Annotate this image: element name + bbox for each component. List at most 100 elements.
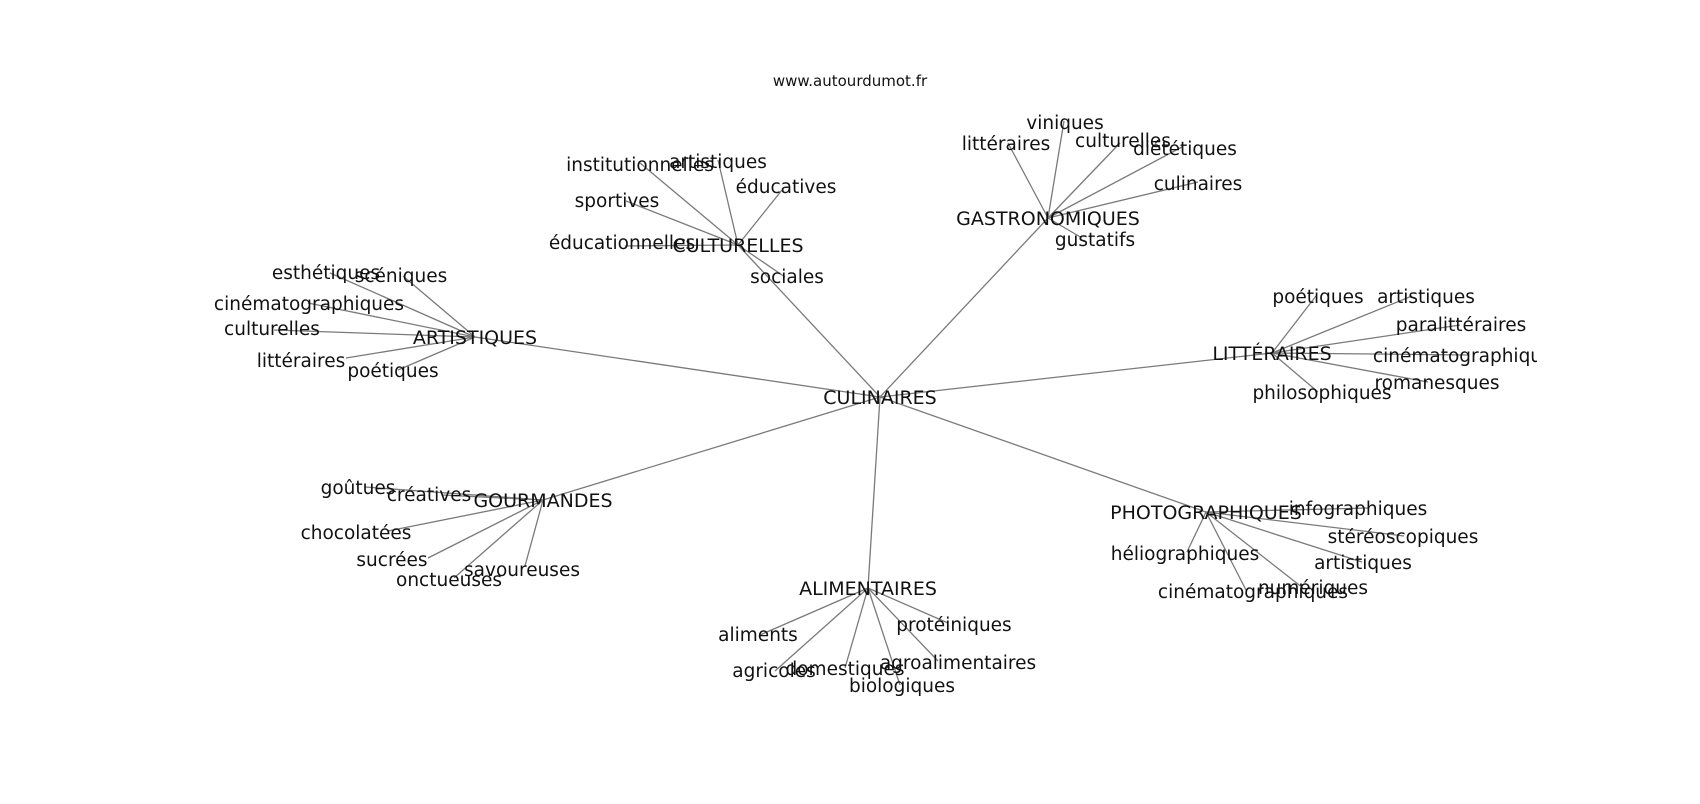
edge-3-2: [1271, 324, 1461, 354]
center-node-label[interactable]: CULINAIRES: [823, 387, 936, 409]
edge-3-1: [1271, 295, 1413, 354]
edge-4-2: [387, 499, 544, 532]
edge-center-to-gourmandes: [542, 396, 881, 501]
hub-node-label[interactable]: CULTURELLES: [672, 235, 803, 257]
edge-center-to-gastronomiques: [879, 217, 1049, 398]
edge-6-4: [867, 587, 939, 662]
leaf-node-label[interactable]: esthétiques: [272, 263, 380, 284]
hub-node-label[interactable]: GASTRONOMIQUES: [956, 208, 1140, 230]
edge-0-1: [717, 159, 739, 246]
edge-2-4: [345, 336, 476, 359]
leaf-node-label[interactable]: stéréoscopiques: [1328, 527, 1479, 548]
leaf-node-label[interactable]: romanesques: [1374, 373, 1499, 394]
leaf-node-label[interactable]: cinématographiques: [1373, 346, 1563, 367]
leaf-node-label[interactable]: diététiques: [1133, 139, 1237, 160]
edge-1-0: [1047, 120, 1065, 219]
edge-2-2: [307, 302, 476, 338]
edge-3-0: [1271, 295, 1317, 354]
edge-3-4: [1271, 352, 1429, 383]
leaf-node-label[interactable]: chocolatées: [301, 523, 412, 544]
edge-1-4: [1047, 181, 1199, 219]
edge-center-to-photographiques: [879, 396, 1207, 513]
leaf-node-label[interactable]: artistiques: [1314, 553, 1412, 574]
edge-0-5: [737, 244, 786, 278]
edge-3-5: [1271, 352, 1319, 393]
leaf-node-label[interactable]: aliments: [718, 625, 798, 646]
edge-2-5: [397, 336, 476, 371]
leaf-node-label[interactable]: créatives: [387, 485, 471, 506]
edge-5-5: [1205, 511, 1247, 591]
edge-2-3: [273, 329, 476, 338]
edge-1-1: [1007, 142, 1049, 219]
edge-4-4: [453, 499, 544, 579]
edge-1-5: [1047, 217, 1083, 239]
edge-center-to-artistiques: [474, 336, 881, 398]
leaf-node-label[interactable]: domestiques: [786, 659, 905, 680]
hub-node-label[interactable]: ARTISTIQUES: [413, 327, 537, 349]
edge-0-3: [625, 200, 739, 246]
leaf-node-label[interactable]: artistiques: [669, 152, 767, 173]
leaf-node-label[interactable]: agroalimentaires: [880, 653, 1036, 674]
leaf-node-label[interactable]: savoureuses: [464, 560, 580, 581]
leaf-node-label[interactable]: infographiques: [1289, 499, 1427, 520]
edge-3-3: [1271, 352, 1469, 356]
leaf-node-label[interactable]: cinématographiques: [214, 294, 404, 315]
leaf-node-label[interactable]: agricoles: [732, 661, 815, 682]
hub-node-label[interactable]: GOURMANDES: [473, 490, 612, 512]
edges-layer: [273, 120, 1469, 686]
edge-5-1: [1205, 511, 1405, 537]
leaf-node-label[interactable]: biologiques: [849, 676, 955, 697]
leaf-node-label[interactable]: culturelles: [224, 319, 320, 340]
edge-6-1: [867, 587, 949, 624]
hub-node-label[interactable]: LITTÉRAIRES: [1212, 342, 1331, 365]
edge-4-0: [364, 486, 544, 501]
leaf-node-label[interactable]: littéraires: [257, 351, 345, 372]
edge-5-4: [1205, 511, 1304, 589]
leaf-node-label[interactable]: gustatifs: [1055, 230, 1135, 251]
leaf-node-label[interactable]: paralittéraires: [1396, 315, 1527, 336]
leaf-node-label[interactable]: institutionnelles: [566, 155, 714, 176]
leaf-node-label[interactable]: protéiniques: [896, 615, 1011, 636]
hub-node-label[interactable]: ALIMENTAIRES: [799, 578, 937, 600]
leaf-node-label[interactable]: culinaires: [1154, 174, 1243, 195]
edge-0-2: [737, 189, 783, 246]
leaf-node-label[interactable]: éducatives: [736, 177, 837, 198]
leaf-node-label[interactable]: scéniques: [355, 266, 448, 287]
edge-1-3: [1047, 146, 1183, 219]
leaf-node-label[interactable]: onctueuses: [396, 570, 502, 591]
edge-4-5: [524, 499, 544, 567]
leaf-node-label[interactable]: sucrées: [356, 550, 427, 571]
edge-4-1: [441, 494, 544, 501]
leaf-node-label[interactable]: philosophiques: [1252, 383, 1391, 404]
leaf-node-label[interactable]: artistiques: [1377, 287, 1475, 308]
edge-center-to-culturelles: [737, 244, 881, 398]
edge-center-to-littéraires: [879, 352, 1273, 398]
edge-5-3: [1205, 511, 1363, 563]
leaf-node-label[interactable]: viniques: [1026, 113, 1103, 134]
leaf-node-label[interactable]: culturelles: [1075, 131, 1171, 152]
labels-layer: CULINAIRES CULTURELLES GASTRONOMIQUES ARTIS…: [214, 113, 1563, 697]
leaf-node-label[interactable]: numériques: [1258, 578, 1368, 599]
edge-6-5: [867, 587, 901, 686]
edge-6-0: [759, 587, 869, 636]
edge-2-0: [329, 272, 476, 338]
leaf-node-label[interactable]: goûtues: [321, 478, 396, 499]
edge-0-4: [624, 244, 739, 247]
leaf-node-label[interactable]: éducationnelles: [549, 233, 695, 254]
source-caption: www.autourdumot.fr: [772, 72, 928, 90]
edge-5-0: [1205, 507, 1369, 513]
leaf-node-label[interactable]: sportives: [575, 191, 660, 212]
leaf-node-label[interactable]: héliographiques: [1111, 544, 1260, 565]
edge-6-2: [774, 587, 869, 672]
leaf-node-label[interactable]: sociales: [750, 267, 824, 288]
leaf-node-label[interactable]: poétiques: [347, 361, 438, 382]
edge-5-2: [1186, 511, 1207, 553]
edge-2-1: [402, 275, 476, 338]
hub-node-label[interactable]: PHOTOGRAPHIQUES: [1110, 502, 1302, 524]
leaf-node-label[interactable]: littéraires: [962, 134, 1050, 155]
leaf-node-label[interactable]: cinématographiques: [1158, 582, 1348, 603]
edge-center-to-alimentaires: [867, 396, 881, 589]
leaf-node-label[interactable]: poétiques: [1272, 287, 1363, 308]
